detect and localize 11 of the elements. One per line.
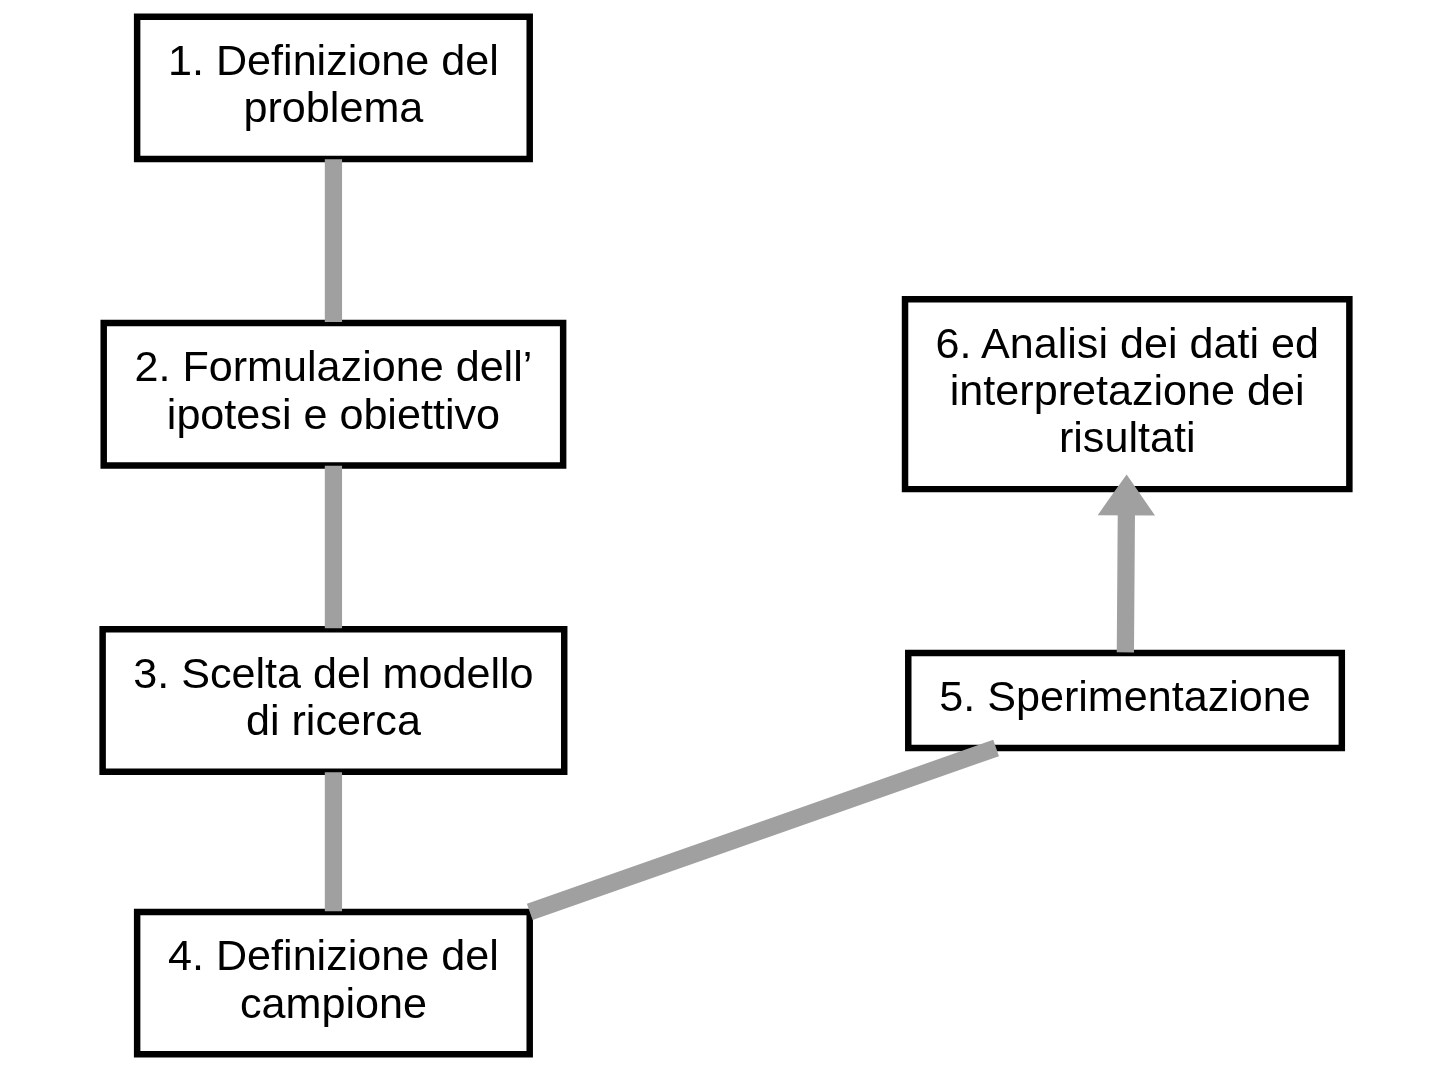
arrow <box>1097 474 1155 653</box>
node-box: 5. Sperimentazione <box>904 649 1345 752</box>
node-box: 6. Analisi dei dati ed interpretazione dei risultati <box>901 296 1353 493</box>
node-box: 4. Definizione del campione <box>133 908 533 1058</box>
connector <box>324 772 342 912</box>
node-box: 2. Formulazione dell’ ipotesi e obiettivo <box>99 319 566 469</box>
node-box: 1. Definizione del problema <box>133 13 533 163</box>
connector <box>324 465 342 629</box>
node-box: 3. Scelta del modello di ricerca <box>98 626 567 775</box>
connector <box>324 159 342 323</box>
connector <box>526 739 999 921</box>
